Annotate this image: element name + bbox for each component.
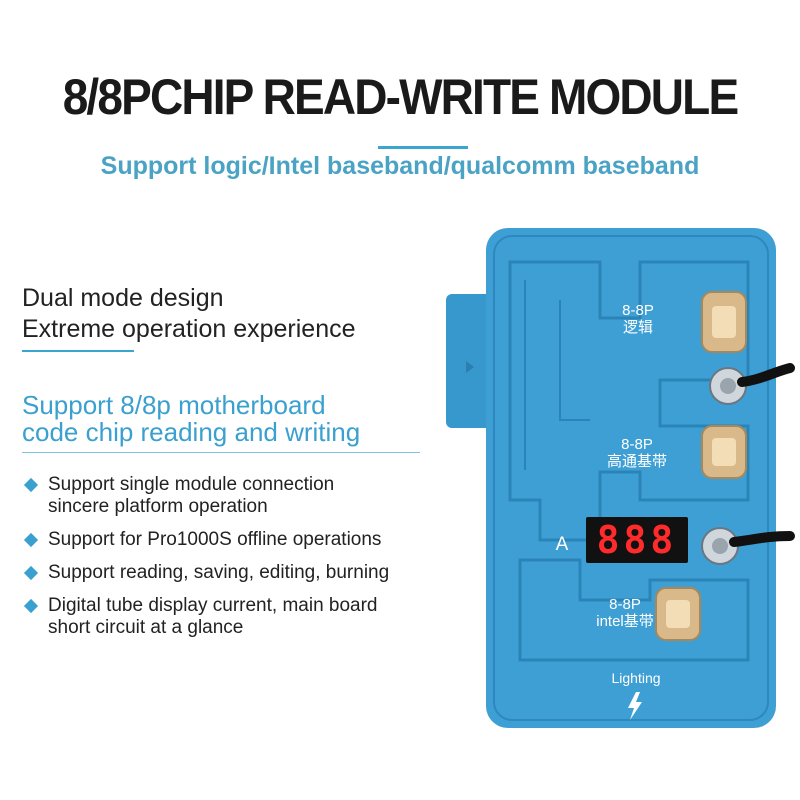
slot-logic-label: 8-8P 逻辑 — [608, 302, 668, 336]
features-line-2: Extreme operation experience — [22, 315, 356, 343]
cable-icon — [737, 363, 795, 387]
diamond-bullet-icon — [23, 565, 39, 581]
title-underline — [378, 146, 468, 149]
features-heading: Dual mode design Extreme operation exper… — [22, 283, 356, 345]
connector-label: Lighting — [611, 670, 661, 686]
diamond-bullet-icon — [23, 532, 39, 548]
list-item-line: Support reading, saving, editing, burnin… — [48, 562, 390, 583]
features-underline — [22, 350, 134, 352]
slot-type: 高通基带 — [606, 453, 667, 470]
screw-icon — [709, 367, 747, 405]
slot-model: 8-8P — [622, 302, 654, 319]
list-item-line: Support for Pro1000S offline operations — [48, 529, 382, 550]
slot-intel-label: 8-8P intel基带 — [584, 596, 666, 630]
feature-list: Support single module connection sincere… — [23, 474, 484, 650]
features-line-1: Dual mode design — [22, 284, 224, 312]
page-title: 8/8PCHIP READ-WRITE MODULE — [62, 69, 739, 125]
gold-pad-logic — [701, 291, 747, 353]
slot-qualcomm-label: 8-8P 高通基带 — [596, 436, 678, 470]
cable-icon — [729, 531, 795, 547]
list-item: Support reading, saving, editing, burnin… — [23, 562, 484, 584]
support-underline — [22, 452, 420, 453]
gold-pad-qualcomm — [701, 425, 747, 479]
screw-icon — [701, 527, 739, 565]
support-line-1: Support 8/8p motherboard — [22, 390, 326, 420]
support-line-2: code chip reading and writing — [22, 417, 361, 447]
device-side-tab — [446, 294, 504, 428]
list-item: Digital tube display current, main board… — [23, 595, 484, 639]
list-item-line: short circuit at a glance — [48, 617, 244, 638]
digital-tube-display: 888 — [586, 517, 688, 563]
list-item-line: Digital tube display current, main board — [48, 595, 378, 616]
slot-type: 逻辑 — [622, 319, 653, 336]
slot-model: 8-8P — [621, 436, 653, 453]
diamond-bullet-icon — [23, 598, 39, 614]
slot-model: 8-8P — [609, 596, 641, 613]
subtitle: Support logic/Intel baseband/qualcomm ba… — [100, 152, 700, 180]
arrow-right-icon — [466, 361, 474, 373]
list-item-line: sincere platform operation — [48, 496, 268, 517]
support-heading: Support 8/8p motherboard code chip readi… — [22, 392, 360, 446]
diamond-bullet-icon — [23, 477, 39, 493]
slot-type: intel基带 — [596, 613, 654, 630]
list-item-line: Support single module connection — [48, 474, 335, 495]
list-item: Support for Pro1000S offline operations — [23, 529, 484, 551]
list-item: Support single module connection sincere… — [23, 474, 484, 518]
display-unit: A — [555, 534, 569, 555]
lightning-bolt-icon — [628, 692, 642, 720]
